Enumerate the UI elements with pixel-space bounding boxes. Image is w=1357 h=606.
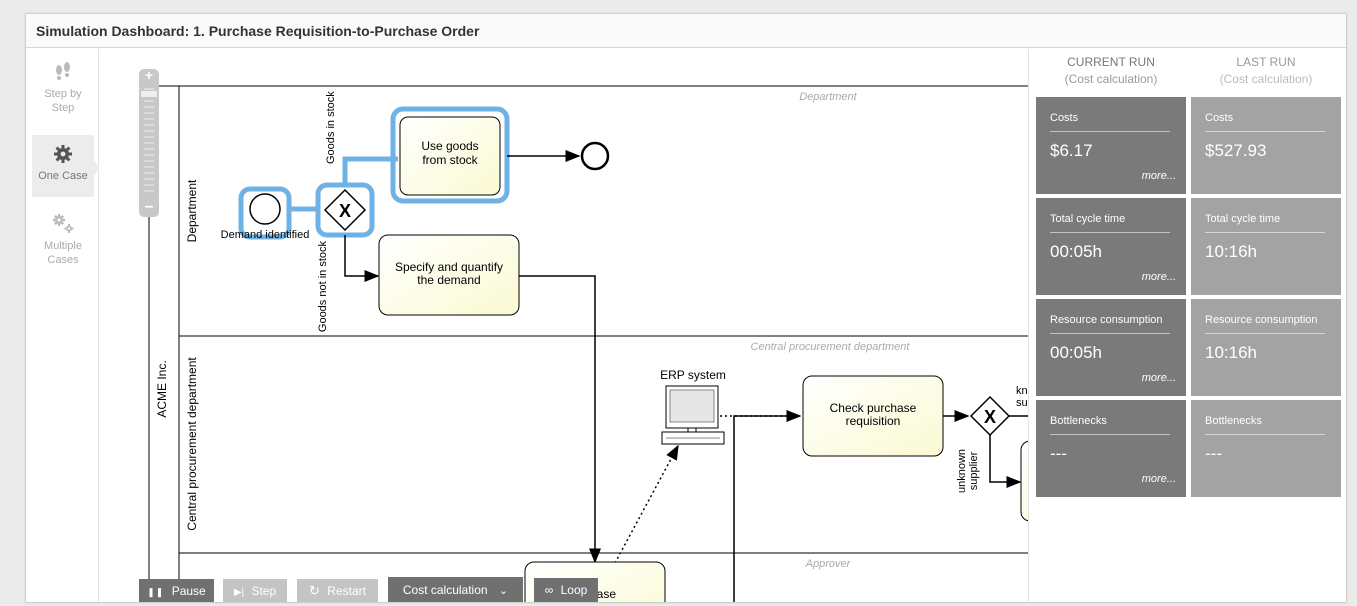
erp-system-label: ERP system xyxy=(660,368,726,382)
gateway-2-x-icon: X xyxy=(984,407,996,427)
mode-label: Step by Step xyxy=(44,88,82,114)
lane-header-central: Central procurement department xyxy=(751,341,911,353)
metric-value: $527.93 xyxy=(1205,141,1267,160)
loop-button[interactable]: ∞ Loop xyxy=(534,578,598,602)
metric-value: 10:16h xyxy=(1205,343,1257,362)
task-check-label: Check purchase requisition xyxy=(829,402,917,428)
lane-label-department: Department xyxy=(185,179,199,242)
metric-value: --- xyxy=(1205,444,1222,463)
metric-value: $6.17 xyxy=(1050,141,1093,160)
erp-computer-icon xyxy=(661,385,725,445)
process-canvas[interactable]: ACME Inc. Department Central procurement… xyxy=(100,49,1028,602)
active-mode-pointer xyxy=(94,161,100,175)
loop-icon: ∞ xyxy=(544,583,554,597)
last-run-header: LAST RUN (Cost calculation) xyxy=(1219,55,1313,86)
pause-icon: ❚❚ xyxy=(147,587,165,597)
mode-rail: Step by Step One Case xyxy=(26,49,100,602)
current-run-header: CURRENT RUN (Cost calculation) xyxy=(1064,55,1158,86)
simulation-window: Simulation Dashboard: 1. Purchase Requis… xyxy=(25,13,1347,603)
start-event xyxy=(249,193,281,225)
restart-icon: ↻ xyxy=(309,583,320,598)
gateway-x-icon: X xyxy=(339,201,351,221)
current-resource-card[interactable]: Resource consumption 00:05h more... xyxy=(1036,299,1186,396)
start-event-highlight xyxy=(238,186,292,240)
results-panel: CURRENT RUN (Cost calculation) LAST RUN … xyxy=(1028,49,1346,602)
flow-label-known-supplier: known supplier xyxy=(1016,385,1028,409)
zoom-slider[interactable]: + – xyxy=(139,67,159,217)
mode-label: Multiple Cases xyxy=(44,240,82,266)
step-button[interactable]: ▶| Step xyxy=(223,579,287,602)
mode-step-by-step[interactable]: Step by Step xyxy=(32,61,94,127)
more-link[interactable]: more... xyxy=(1141,271,1176,283)
last-costs-card[interactable]: Costs $527.93 xyxy=(1191,97,1341,194)
flow-label-unknown-supplier: unknown supplier xyxy=(956,448,980,494)
zoom-out-icon: – xyxy=(145,198,154,215)
mode-multiple-cases[interactable]: Multiple Cases xyxy=(32,211,94,281)
task-use-goods-label: Use goods from stock xyxy=(421,139,479,167)
more-link[interactable]: more... xyxy=(1141,473,1176,485)
flow-label-not-in-stock: Goods not in stock xyxy=(317,241,329,333)
current-cycle-time-card[interactable]: Total cycle time 00:05h more... xyxy=(1036,198,1186,295)
simulation-type-select[interactable]: Cost calculation ⌄ xyxy=(388,577,523,602)
metric-value: 00:05h xyxy=(1050,343,1102,362)
start-event-label: Demand identified xyxy=(221,229,310,241)
mode-label: One Case xyxy=(38,170,88,182)
last-bottlenecks-card[interactable]: Bottlenecks --- xyxy=(1191,400,1341,497)
zoom-in-icon: + xyxy=(145,67,153,83)
restart-button[interactable]: ↻ Restart xyxy=(297,579,378,602)
bpmn-diagram: ACME Inc. Department Central procurement… xyxy=(139,67,1028,602)
lane-header-approver: Approver xyxy=(805,558,852,570)
exclusive-gateway xyxy=(323,188,367,232)
title-bar: Simulation Dashboard: 1. Purchase Requis… xyxy=(26,14,1346,48)
last-cycle-time-card[interactable]: Total cycle time 10:16h xyxy=(1191,198,1341,295)
gear-icon xyxy=(54,145,72,163)
flow-label-in-stock: Goods in stock xyxy=(325,91,337,164)
lane-header-department: Department xyxy=(799,91,857,103)
end-event xyxy=(580,141,610,171)
metric-value: 00:05h xyxy=(1050,242,1102,261)
window-title: Simulation Dashboard: 1. Purchase Requis… xyxy=(36,23,480,39)
chevron-down-icon: ⌄ xyxy=(498,585,509,597)
metric-value: --- xyxy=(1050,444,1067,463)
task-use-goods-highlight xyxy=(390,106,510,204)
footsteps-icon xyxy=(56,62,70,80)
task-specify-demand xyxy=(378,234,520,316)
more-link[interactable]: more... xyxy=(1141,170,1176,182)
last-resource-card[interactable]: Resource consumption 10:16h xyxy=(1191,299,1341,396)
pool-label: ACME Inc. xyxy=(155,360,169,417)
current-bottlenecks-card[interactable]: Bottlenecks --- more... xyxy=(1036,400,1186,497)
zoom-handle xyxy=(141,91,157,97)
task-use-goods xyxy=(399,116,501,196)
current-costs-card[interactable]: Costs $6.17 more... xyxy=(1036,97,1186,194)
more-link[interactable]: more... xyxy=(1141,372,1176,384)
mode-one-case[interactable]: One Case xyxy=(32,135,94,197)
task-specify-label: Specify and quantify the demand xyxy=(394,261,504,287)
pause-button[interactable]: ❚❚ Pause xyxy=(139,579,214,602)
gears-icon xyxy=(53,214,74,233)
metric-value: 10:16h xyxy=(1205,242,1257,261)
lane-label-central: Central procurement department xyxy=(185,357,199,531)
step-icon: ▶| xyxy=(233,587,245,598)
task-partial-right xyxy=(1020,440,1028,522)
